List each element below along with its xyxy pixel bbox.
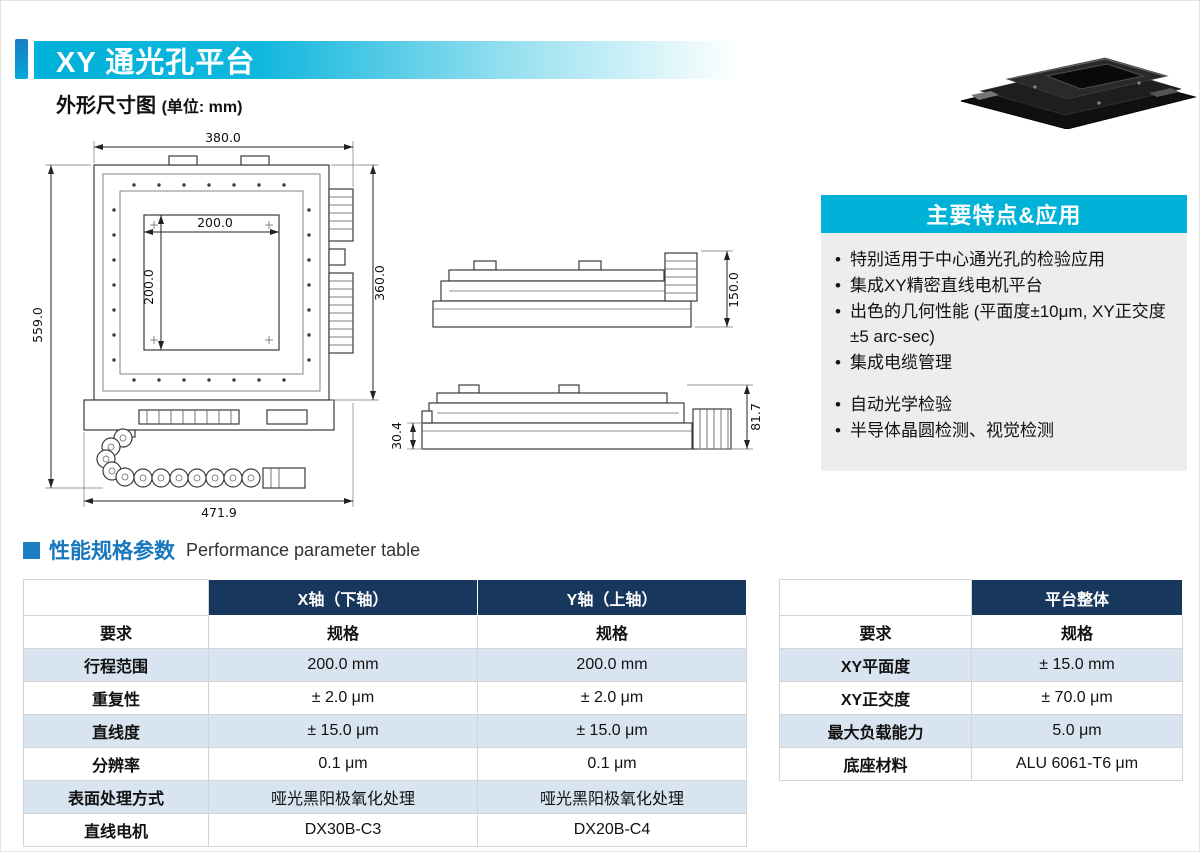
table-row: 直线度 ± 15.0 μm ± 15.0 μm [23,714,747,748]
feature-item: 集成XY精密直线电机平台 [833,273,1175,299]
page-title: XY 通光孔平台 [56,47,256,79]
feature-item: 出色的几何性能 (平面度±10μm, XY正交度±5 arc-sec) [833,299,1175,351]
value-finish-x: 哑光黑阳极氧化处理 [208,780,478,814]
table-row: 底座材料 ALU 6061-T6 μm [779,747,1183,781]
table-row: 行程范围 200.0 mm 200.0 mm [23,648,747,682]
value-finish-y: 哑光黑阳极氧化处理 [477,780,747,814]
platform-spec-table: 平台整体 要求 规格 XY平面度 ± 15.0 mm XY正交度 ± 70.0 … [779,579,1183,781]
row-label-base-material: 底座材料 [779,747,972,781]
dim-aperture-width: 200.0 [197,215,233,230]
section-title-en: Performance parameter table [186,539,421,560]
section-header: 性能规格参数 Performance parameter table [23,535,420,565]
value-travel-x: 200.0 mm [208,648,478,682]
side-view-top: 150.0 [432,250,741,328]
row-label-repeatability: 重复性 [23,681,209,715]
value-motor-y: DX20B-C4 [477,813,747,847]
features-panel: 主要特点&应用 特别适用于中心通光孔的检验应用 集成XY精密直线电机平台 出色的… [821,195,1187,471]
product-photo [960,57,1197,129]
value-motor-x: DX30B-C3 [208,813,478,847]
value-base-material: ALU 6061-T6 μm [971,747,1183,781]
drawing-caption-text: 外形尺寸图 [56,95,156,117]
drawing-caption-unit: (单位: mm) [161,99,243,116]
table-row: 重复性 ± 2.0 μm ± 2.0 μm [23,681,747,715]
value-straightness-x: ± 15.0 μm [208,714,478,748]
table2-header-platform: 平台整体 [971,579,1183,616]
table-row: 最大负载能力 5.0 μm [779,714,1183,748]
table1-header-x-axis: X轴（下轴） [208,579,478,616]
table-row: 分辨率 0.1 μm 0.1 μm [23,747,747,781]
features-group-1: 特别适用于中心通光孔的检验应用 集成XY精密直线电机平台 出色的几何性能 (平面… [833,247,1175,376]
table2-subheader-label: 要求 [779,615,972,649]
table1-subheader-y: 规格 [477,615,747,649]
row-label-finish: 表面处理方式 [23,780,209,814]
section-title-cn: 性能规格参数 [49,540,175,563]
row-label-straightness: 直线度 [23,714,209,748]
screw-holes [112,183,311,382]
value-repeatability-x: ± 2.0 μm [208,681,478,715]
features-header: 主要特点&应用 [821,195,1187,233]
table1-corner-cell [23,579,209,616]
feature-item: 自动光学检验 [833,392,1175,418]
feature-item: 集成电缆管理 [833,350,1175,376]
title-accent-bar [15,39,28,79]
dim-front-total-width: 471.9 [201,505,237,520]
row-label-flatness: XY平面度 [779,648,972,682]
front-view-drawing: 380.0 200.0 200.0 360.0 559.0 471.9 [30,130,387,520]
row-label-resolution: 分辨率 [23,747,209,781]
feature-item: 半导体晶圆检测、视觉检测 [833,418,1175,444]
features-group-2: 自动光学检验 半导体晶圆检测、视觉检测 [833,392,1175,444]
dim-side-bottom-base: 30.4 [389,422,404,450]
table-row: XY平面度 ± 15.0 mm [779,648,1183,682]
side-view-bottom: 81.7 30.4 [389,384,763,450]
table-row: XY正交度 ± 70.0 μm [779,681,1183,715]
value-travel-y: 200.0 mm [477,648,747,682]
feature-item: 特别适用于中心通光孔的检验应用 [833,247,1175,273]
table1-subheader-x: 规格 [208,615,478,649]
title-bar: XY 通光孔平台 [34,41,739,79]
dim-side-top-height: 150.0 [726,272,741,308]
value-resolution-y: 0.1 μm [477,747,747,781]
drawing-caption: 外形尺寸图 (单位: mm) [56,89,242,118]
row-label-orthogonality: XY正交度 [779,681,972,715]
value-flatness: ± 15.0 mm [971,648,1183,682]
table-row: 直线电机 DX30B-C3 DX20B-C4 [23,813,747,847]
value-repeatability-y: ± 2.0 μm [477,681,747,715]
dim-aperture-height: 200.0 [141,269,156,305]
table1-subheader-label: 要求 [23,615,209,649]
table-row: 表面处理方式 哑光黑阳极氧化处理 哑光黑阳极氧化处理 [23,780,747,814]
features-body: 特别适用于中心通光孔的检验应用 集成XY精密直线电机平台 出色的几何性能 (平面… [821,233,1187,471]
row-label-motor: 直线电机 [23,813,209,847]
row-label-travel: 行程范围 [23,648,209,682]
row-label-max-load: 最大负载能力 [779,714,972,748]
cable-chain [96,428,306,489]
dimension-drawing: 380.0 200.0 200.0 360.0 559.0 471.9 [30,130,763,520]
value-resolution-x: 0.1 μm [208,747,478,781]
section-square-icon [23,541,40,559]
dim-front-width: 380.0 [205,130,241,145]
value-straightness-y: ± 15.0 μm [477,714,747,748]
value-orthogonality: ± 70.0 μm [971,681,1183,715]
dim-front-total-height: 559.0 [30,307,45,343]
value-max-load: 5.0 μm [971,714,1183,748]
table2-corner-cell [779,579,972,616]
dim-side-bottom-height: 81.7 [748,403,763,431]
table2-subheader-value: 规格 [971,615,1183,649]
table1-header-y-axis: Y轴（上轴） [477,579,747,616]
axis-spec-table: X轴（下轴） Y轴（上轴） 要求 规格 规格 行程范围 200.0 mm 200… [23,579,747,847]
dim-front-right-height: 360.0 [372,265,387,301]
